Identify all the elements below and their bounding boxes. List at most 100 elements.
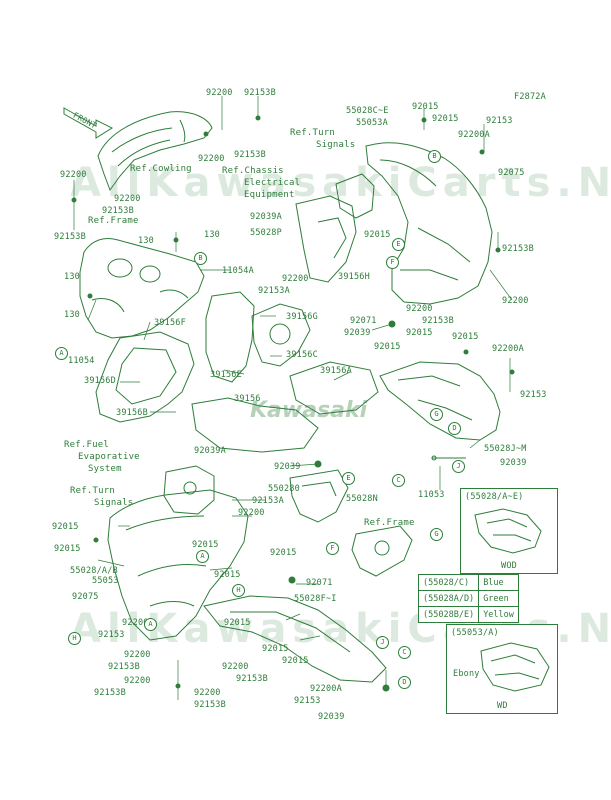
part-label: 11054 [68,356,95,366]
part-label: 92153B [194,700,226,710]
part-label: 92039A [194,446,226,456]
part-label: 92015 [262,644,289,654]
part-label: 39156B [116,408,148,418]
part-label: 55028C~E [346,106,389,116]
part-label: 55028/A/B [70,566,118,576]
part-label: 92015 [406,328,433,338]
marker-a: A [196,550,209,563]
center-small-panel [289,469,349,523]
lower-right-fairing [379,361,501,461]
part-label: 92015 [412,102,439,112]
color-name: Yellow [478,606,519,623]
part-label: 92200 [238,508,265,518]
part-label: 92039 [318,712,345,722]
inset-wod-fairing-art [474,508,542,554]
part-label: 39156C [286,350,318,360]
part-label: 55028J~M [484,444,527,454]
inset-wod-header: (55028/A~E) [465,492,524,502]
marker-d: D [398,676,411,689]
part-label: 92153B [236,674,268,684]
ref-chassis-2: Electrical [244,178,301,188]
part-label: 11054A [222,266,254,276]
watermark-top: AllKawasakiCarts.NET [70,160,611,206]
part-label: 92200 [198,154,225,164]
part-label: 92039 [274,462,301,472]
ref-frame-top: Ref.Frame [88,216,139,226]
ref-fuel-3: System [88,464,122,474]
color-name: Green [478,590,519,607]
inset-wd-header: (55053/A) [451,628,499,638]
part-label: 92015 [52,522,79,532]
marker-c: C [398,646,411,659]
under-cowl [203,525,413,683]
color-part: (55028A/D) [417,590,480,607]
part-label: 92153A [258,286,290,296]
part-label: 39156E [210,370,242,380]
insulation-pads [95,291,379,453]
part-label: 92200 [502,296,529,306]
kawasaki-logo: Kawasaki [250,398,368,423]
marker-h: H [68,632,81,645]
table-row: (55028A/D) Green [417,590,519,607]
inset-wod: (55028/A~E) WOD [460,488,558,574]
part-label: 39156 [234,394,261,404]
part-label: 55053A [356,118,388,128]
part-label: 55028N [346,494,378,504]
part-label: 92015 [54,544,81,554]
part-label: 92015 [364,230,391,240]
marker-g: G [430,528,443,541]
ref-chassis: Ref.Chassis [222,166,284,176]
part-label: 92153B [54,232,86,242]
marker-f: F [326,542,339,555]
part-label: 92200 [406,304,433,314]
part-label: 92200A [492,344,524,354]
figure-code: F2872A [514,92,546,102]
marker-c: C [392,474,405,487]
part-label: 39156A [320,366,352,376]
part-label: 92153B [102,206,134,216]
marker-f: F [386,256,399,269]
part-label: 92039 [344,328,371,338]
part-label: 92153B [234,150,266,160]
part-label: 92153 [98,630,125,640]
part-label: 92200 [60,170,87,180]
part-label: 130 [138,236,154,246]
part-label: 92075 [72,592,99,602]
marker-a: A [144,618,157,631]
ref-turn-signals-mid: Ref.Turn [70,486,115,496]
part-label: 92075 [498,168,525,178]
part-label: 39156F [154,318,186,328]
ref-frame-mid: Ref.Frame [364,518,415,528]
part-label: 92200A [310,684,342,694]
part-label: 92153B [502,244,534,254]
color-part: (55028B/E) [417,606,480,623]
part-label: 92015 [192,540,219,550]
color-table: (55028/C) Blue (55028A/D) Green (55028B/… [417,574,519,623]
marker-g: G [430,408,443,421]
upper-cowling-outline [97,111,213,192]
part-label: 92015 [270,548,297,558]
color-name: Blue [478,574,519,591]
part-label: 92153 [294,696,321,706]
marker-j: J [452,460,465,473]
part-label: 11053 [418,490,445,500]
part-label: 550280 [268,484,300,494]
part-label: 92153B [108,662,140,672]
ref-cowling: Ref.Cowling [130,164,192,174]
inset-wd-color: Ebony [453,669,480,679]
inset-wd-caption: WD [497,701,508,711]
marker-d: D [448,422,461,435]
marker-a: A [55,347,68,360]
part-label: 92200 [222,662,249,672]
part-label: 92015 [214,570,241,580]
part-label: 92153B [244,88,276,98]
marker-e: E [342,472,355,485]
ref-turn-signals-top: Ref.Turn [290,128,335,138]
part-label: 130 [64,272,80,282]
ref-turn-signals-top-2: Signals [316,140,356,150]
inset-wod-caption: WOD [501,561,517,571]
part-label: 92200 [124,650,151,660]
part-label: 92153 [486,116,513,126]
